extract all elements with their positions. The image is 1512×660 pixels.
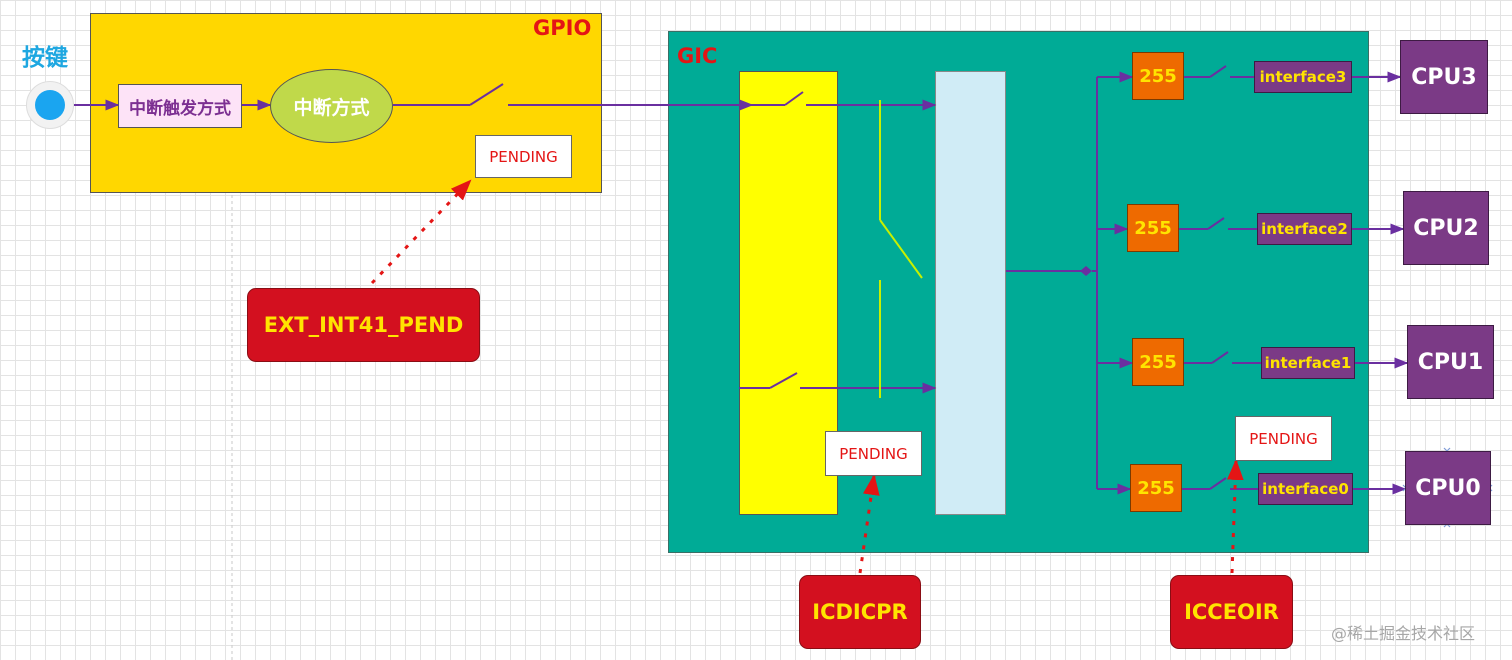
cpu2-box: CPU2 xyxy=(1403,191,1489,265)
key-button-icon[interactable] xyxy=(26,81,74,129)
gic-distributor-column xyxy=(739,71,838,515)
gic-pending-box: PENDING xyxy=(825,431,922,476)
interface1-box: interface1 xyxy=(1261,347,1355,379)
gic-dispatcher-column xyxy=(935,71,1006,515)
priority-box-cpu1: 255 xyxy=(1132,338,1184,386)
cpu1-box: CPU1 xyxy=(1407,325,1494,399)
priority-box-cpu2: 255 xyxy=(1127,204,1179,252)
trigger-mode-box: 中断触发方式 xyxy=(118,84,242,128)
watermark: @稀土掘金技术社区 xyxy=(1331,624,1476,643)
gpio-title: GPIO xyxy=(533,16,592,40)
gic-title: GIC xyxy=(677,44,718,68)
interface3-box: interface3 xyxy=(1254,61,1352,93)
interface0-box: interface0 xyxy=(1258,473,1353,505)
cpu3-box: CPU3 xyxy=(1400,40,1488,114)
interface2-box: interface2 xyxy=(1257,213,1352,245)
key-label: 按键 xyxy=(22,45,68,71)
ext-int41-pend-register: EXT_INT41_PEND xyxy=(247,288,480,362)
priority-box-cpu0: 255 xyxy=(1130,464,1182,512)
icceoir-register: ICCEOIR xyxy=(1170,575,1293,649)
priority-box-cpu3: 255 xyxy=(1132,52,1184,100)
interrupt-mode-ellipse: 中断方式 xyxy=(270,69,393,143)
cpu-interface-pending-box: PENDING xyxy=(1235,416,1332,461)
icdicpr-register: ICDICPR xyxy=(799,575,921,649)
gpio-pending-box: PENDING xyxy=(475,135,572,178)
cpu0-box[interactable]: CPU0 xyxy=(1405,451,1491,525)
